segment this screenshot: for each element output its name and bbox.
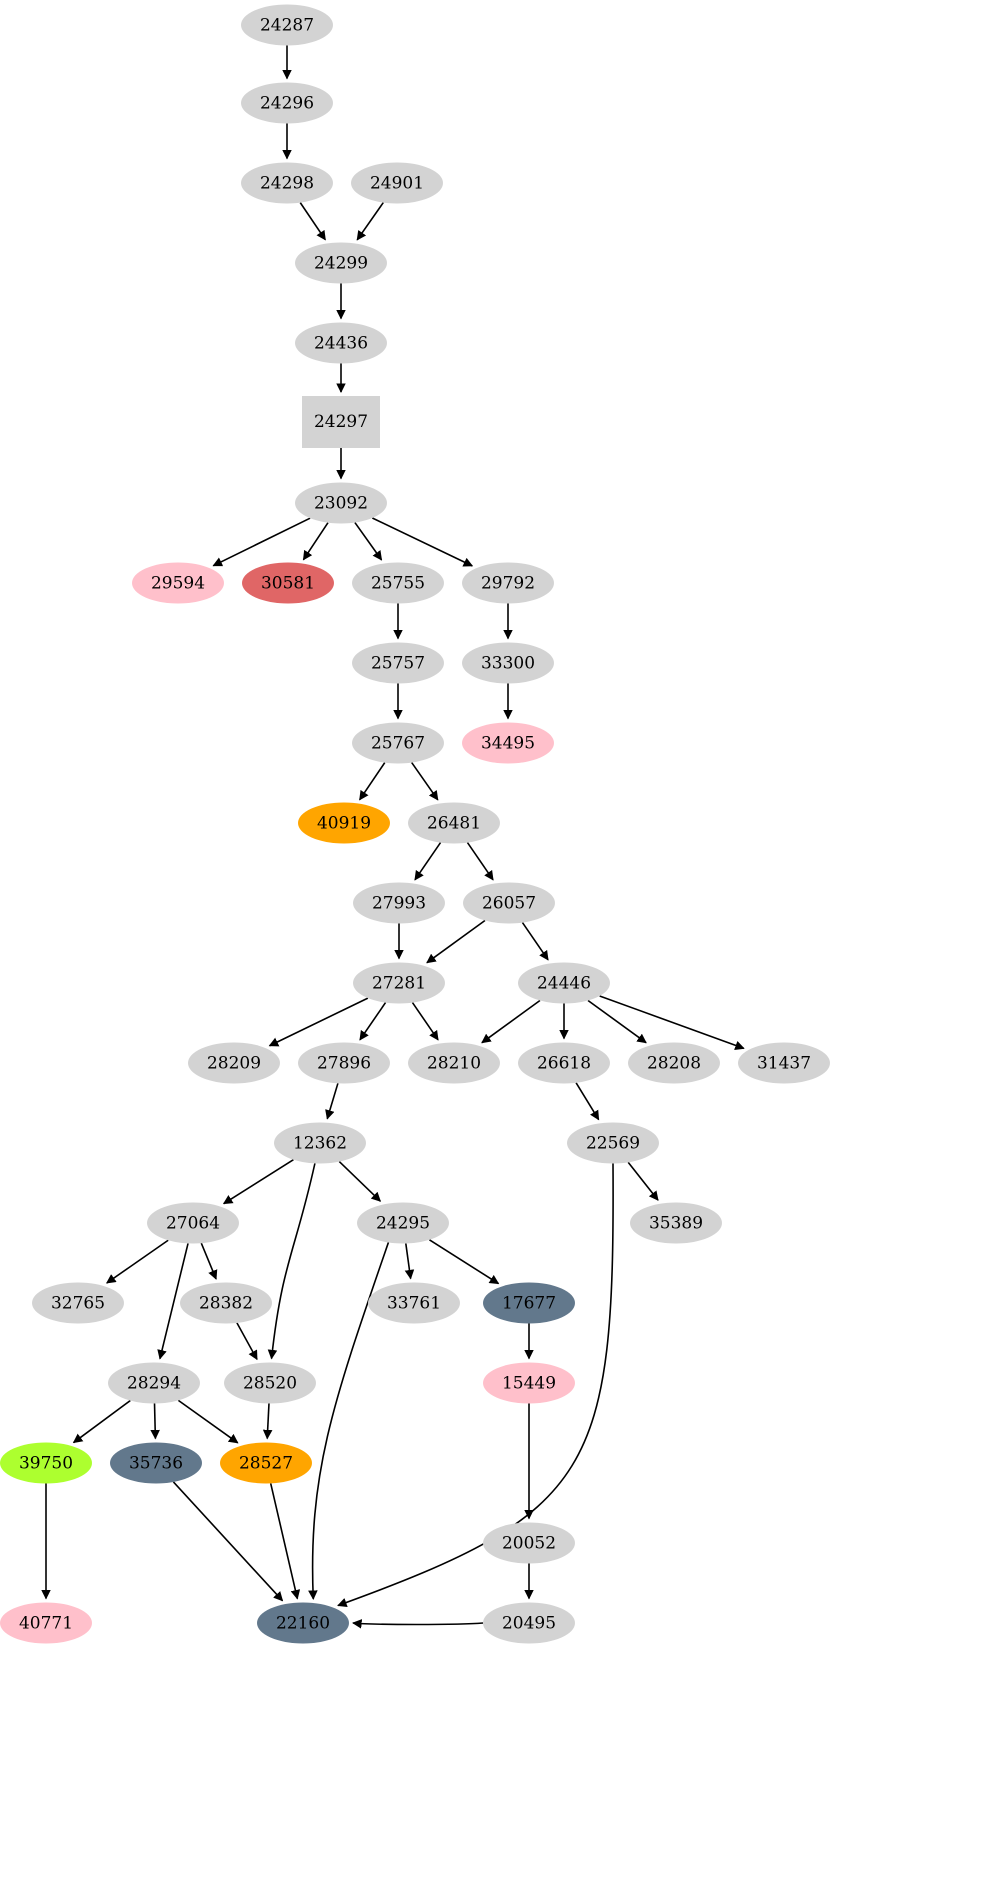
graph-node-17677[interactable]: 17677	[483, 1282, 575, 1324]
graph-node-33761[interactable]: 33761	[368, 1282, 460, 1324]
graph-node-20052[interactable]: 20052	[483, 1522, 575, 1564]
graph-node-25757[interactable]: 25757	[352, 642, 444, 684]
graph-node-26481[interactable]: 26481	[408, 802, 500, 844]
graph-edge-24446-to-28208	[587, 999, 647, 1044]
graph-edge-12362-to-24295	[338, 1161, 382, 1202]
graph-edge-26481-to-26057	[466, 842, 494, 881]
graph-edge-27896-to-12362	[325, 1083, 339, 1120]
graph-edge-28294-to-35736	[150, 1403, 160, 1440]
graph-node-29594[interactable]: 29594	[132, 562, 224, 604]
graph-edge-24295-to-22160	[308, 1242, 390, 1600]
graph-node-24297[interactable]: 24297	[302, 396, 380, 448]
graph-edge-23092-to-29792	[371, 517, 474, 567]
graph-edge-24295-to-17677	[428, 1239, 500, 1285]
graph-edge-20495-to-22160	[352, 1619, 484, 1629]
graph-node-34495[interactable]: 34495	[462, 722, 554, 764]
graph-edge-27281-to-28210	[411, 1002, 439, 1041]
graph-node-39750[interactable]: 39750	[0, 1442, 92, 1484]
graph-edge-27281-to-28209	[268, 997, 369, 1047]
graph-node-24287[interactable]: 24287	[241, 4, 333, 46]
graph-node-24298[interactable]: 24298	[241, 162, 333, 204]
graph-node-24446[interactable]: 24446	[518, 962, 610, 1004]
graph-node-28294[interactable]: 28294	[108, 1362, 200, 1404]
graph-node-25767[interactable]: 25767	[352, 722, 444, 764]
graph-node-29792[interactable]: 29792	[462, 562, 554, 604]
graph-edge-24446-to-31437	[599, 995, 745, 1050]
graph-node-22569[interactable]: 22569	[567, 1122, 659, 1164]
graph-node-20495[interactable]: 20495	[483, 1602, 575, 1644]
graph-node-35389[interactable]: 35389	[630, 1202, 722, 1244]
graph-edge-23092-to-25755	[354, 522, 383, 561]
graph-edge-28520-to-28527	[262, 1403, 273, 1440]
graph-node-27064[interactable]: 27064	[147, 1202, 239, 1244]
graph-node-23092[interactable]: 23092	[295, 482, 387, 524]
graph-edge-24901-to-24299	[356, 202, 384, 241]
graph-edge-12362-to-28520	[267, 1163, 316, 1360]
graph-node-27896[interactable]: 27896	[298, 1042, 390, 1084]
graph-edge-26057-to-24446	[521, 922, 549, 961]
graph-edge-24298-to-24299	[299, 202, 326, 241]
graph-node-31437[interactable]: 31437	[738, 1042, 830, 1084]
graph-edge-22569-to-35389	[627, 1161, 659, 1201]
graph-edge-26618-to-22569	[575, 1082, 600, 1121]
graph-edge-27064-to-28294	[157, 1243, 189, 1360]
graph-node-28520[interactable]: 28520	[224, 1362, 316, 1404]
graph-node-22160[interactable]: 22160	[257, 1602, 349, 1644]
graph-node-26057[interactable]: 26057	[463, 882, 555, 924]
graph-edge-24295-to-33761	[404, 1243, 415, 1280]
graph-edge-22569-to-22160	[337, 1163, 614, 1608]
graph-node-33300[interactable]: 33300	[462, 642, 554, 684]
graph-edge-25767-to-40919	[359, 762, 386, 801]
graph-edge-12362-to-27064	[222, 1159, 294, 1205]
graph-node-27281[interactable]: 27281	[353, 962, 445, 1004]
graph-node-28208[interactable]: 28208	[628, 1042, 720, 1084]
graph-node-25755[interactable]: 25755	[352, 562, 444, 604]
graph-node-28209[interactable]: 28209	[188, 1042, 280, 1084]
graph-edge-35736-to-22160	[172, 1481, 284, 1602]
graph-node-12362[interactable]: 12362	[274, 1122, 366, 1164]
graph-edge-24446-to-28210	[481, 999, 541, 1044]
graph-edge-28527-to-22160	[269, 1483, 301, 1600]
graph-node-24296[interactable]: 24296	[241, 82, 333, 124]
graph-node-30581[interactable]: 30581	[242, 562, 334, 604]
graph-node-32765[interactable]: 32765	[32, 1282, 124, 1324]
graph-node-24299[interactable]: 24299	[295, 242, 387, 284]
graph-node-15449[interactable]: 15449	[483, 1362, 575, 1404]
graph-node-40919[interactable]: 40919	[298, 802, 390, 844]
graph-node-40771[interactable]: 40771	[0, 1602, 92, 1644]
graph-edge-27064-to-28382	[200, 1242, 218, 1280]
graph-node-28527[interactable]: 28527	[220, 1442, 312, 1484]
graph-edge-26057-to-27281	[426, 919, 486, 964]
graph-node-35736[interactable]: 35736	[110, 1442, 202, 1484]
graph-node-27993[interactable]: 27993	[353, 882, 445, 924]
graph-node-26618[interactable]: 26618	[518, 1042, 610, 1084]
graph-edge-27281-to-27896	[359, 1002, 387, 1041]
graph-edge-23092-to-29594	[212, 517, 311, 567]
graph-node-28210[interactable]: 28210	[408, 1042, 500, 1084]
graph-edge-25767-to-26481	[411, 762, 439, 801]
graph-edge-26481-to-27993	[414, 842, 442, 881]
graph-node-24295[interactable]: 24295	[357, 1202, 449, 1244]
graph-node-24436[interactable]: 24436	[295, 322, 387, 364]
graph-edge-23092-to-30581	[302, 522, 329, 561]
graph-edge-28294-to-39750	[72, 1399, 131, 1444]
graph-edge-28382-to-28520	[236, 1322, 258, 1361]
graph-edge-27064-to-32765	[106, 1239, 169, 1284]
graph-node-28382[interactable]: 28382	[180, 1282, 272, 1324]
graph-node-24901[interactable]: 24901	[351, 162, 443, 204]
graph-edge-28294-to-28527	[177, 1399, 239, 1444]
